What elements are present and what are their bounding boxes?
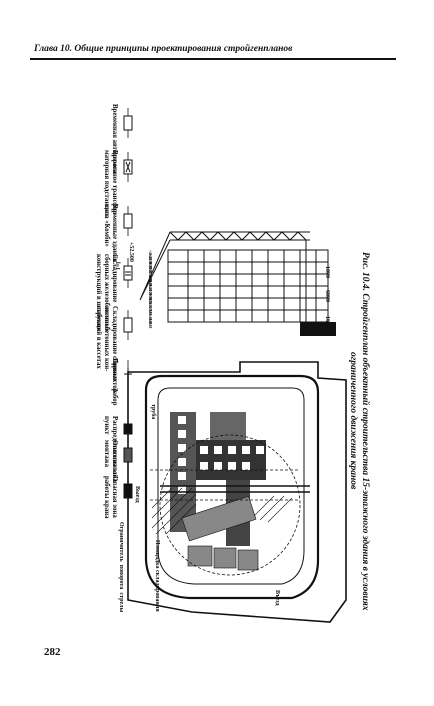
dimension-1: 1000: [324, 266, 330, 278]
dimension-3: 1000: [324, 316, 330, 328]
top-elevation-mark: +52.500: [128, 242, 134, 262]
figure-caption-line1: Рис. 10.4. Стройгенплан объектный строит…: [360, 252, 370, 611]
restriction-label: Ограничитель поворота стрелы: [118, 522, 124, 613]
header-rule: [30, 58, 396, 60]
temporary-road: [144, 374, 320, 600]
dimension-2: 6000: [324, 290, 330, 302]
tower-crane: [139, 231, 310, 330]
crane-rails: [160, 485, 310, 493]
crane-base: [300, 322, 336, 336]
legend-item-fence: Забор: [111, 388, 118, 406]
figure-caption-line2: ограниченного движения кранов: [348, 352, 358, 490]
storage-area: [181, 495, 259, 571]
entry-label: Въезд: [274, 590, 280, 606]
storage-label: Площадка складирования: [154, 540, 160, 612]
site-fence: [127, 361, 347, 623]
page-number: 282: [44, 646, 61, 658]
running-header: Глава 10. Общие принципы проектирования …: [34, 44, 293, 54]
building-footprint: [170, 412, 266, 546]
crane-danger-zone: [150, 434, 301, 576]
floor-mark: ±0.00: [148, 320, 152, 329]
building-section: [167, 249, 329, 323]
hatched-zone: [151, 487, 293, 535]
crane-note: l=1: [114, 262, 120, 271]
exit-label: Выезд: [134, 486, 140, 503]
pipe-label: труба: [150, 404, 156, 420]
